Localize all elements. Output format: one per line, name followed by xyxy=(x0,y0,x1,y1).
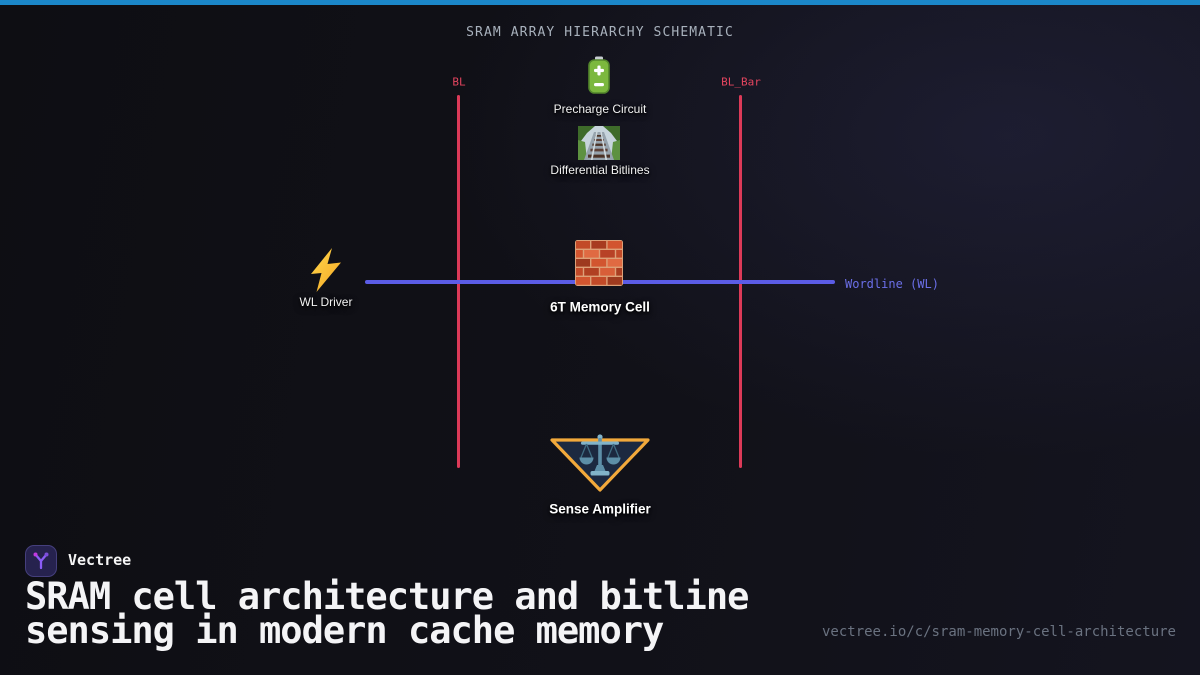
wordline-wire-label: Wordline (WL) xyxy=(845,277,939,291)
bl-wire-label: BL xyxy=(452,75,466,89)
brick-wall-icon xyxy=(575,240,623,286)
card-url: vectree.io/c/sram-memory-cell-architectu… xyxy=(821,624,1176,640)
balance-scale-icon xyxy=(578,434,622,478)
top-accent-bar xyxy=(0,0,1200,5)
blbar-wire-label: BL_Bar xyxy=(721,75,761,89)
brand-name: Vectree xyxy=(68,551,132,569)
differential-bitlines-label: Differential Bitlines xyxy=(550,163,650,177)
lightning-bolt-icon xyxy=(308,247,344,293)
memory-cell-label: 6T Memory Cell xyxy=(550,299,650,315)
precharge-circuit-label: Precharge Circuit xyxy=(553,102,647,116)
sense-amplifier-label: Sense Amplifier xyxy=(549,501,651,517)
vectree-logo xyxy=(25,545,57,577)
railway-track-icon xyxy=(578,126,620,160)
battery-icon xyxy=(588,56,610,94)
schematic-title: SRAM ARRAY HIERARCHY SCHEMATIC xyxy=(466,25,734,40)
card-headline: SRAM cell architecture and bitline sensi… xyxy=(25,575,749,652)
vectree-logo-icon xyxy=(33,552,49,570)
wl-driver-label: WL Driver xyxy=(299,295,353,309)
